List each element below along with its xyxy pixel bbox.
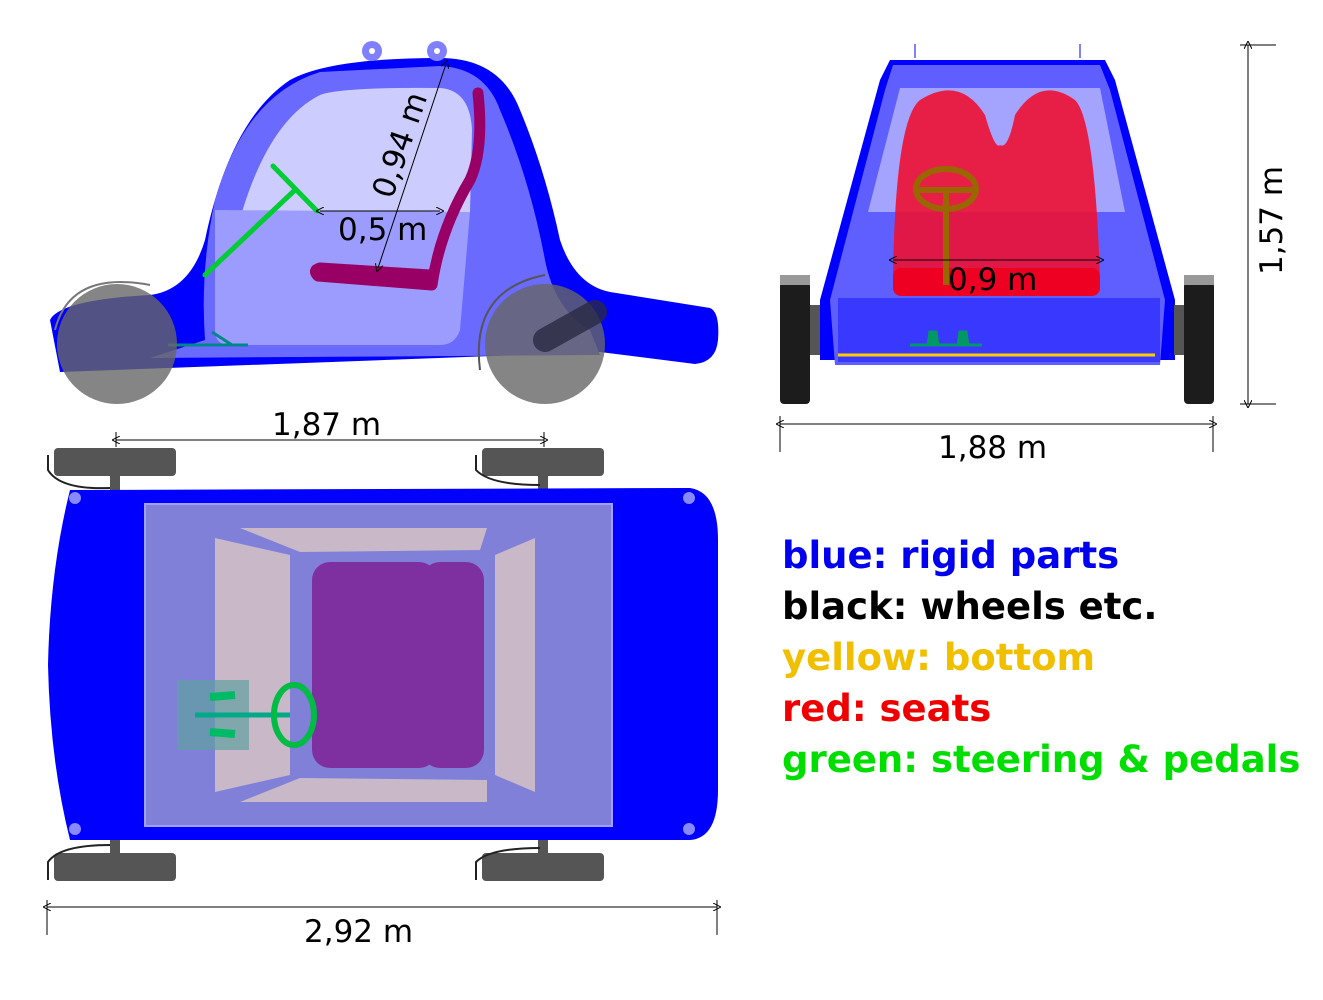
top-view xyxy=(47,448,718,881)
legend-yellow: yellow: bottom xyxy=(782,636,1096,679)
seat-width-label: 0,9 m xyxy=(948,262,1037,298)
track-width-label: 1,88 m xyxy=(938,430,1047,466)
top-seats-frame xyxy=(215,528,535,802)
legend-green: green: steering & pedals xyxy=(782,738,1301,781)
top-seat-left xyxy=(312,562,437,768)
top-seat-right xyxy=(422,562,484,768)
front-left-wheel xyxy=(780,282,810,404)
front-view: 0,9 m xyxy=(780,44,1214,404)
top-steering-wheel xyxy=(271,682,317,748)
side-view: 0,94 m 0,5 m xyxy=(50,41,719,404)
height-label: 1,57 m xyxy=(1254,166,1290,275)
color-legend: blue: rigid parts black: wheels etc. yel… xyxy=(782,530,1300,785)
legend-black: black: wheels etc. xyxy=(782,585,1158,628)
wheelbase-label: 1,87 m xyxy=(272,407,381,443)
front-right-wheel xyxy=(1184,282,1214,404)
legend-blue: blue: rigid parts xyxy=(782,534,1120,577)
length-label: 2,92 m xyxy=(304,914,413,950)
side-pedal xyxy=(168,330,248,347)
side-steering xyxy=(202,163,320,278)
front-wheel xyxy=(57,284,177,404)
top-pedals xyxy=(209,691,236,738)
seat-depth-label: 0,5 m xyxy=(338,212,427,248)
legend-red: red: seats xyxy=(782,687,992,730)
front-pedals xyxy=(910,330,982,347)
